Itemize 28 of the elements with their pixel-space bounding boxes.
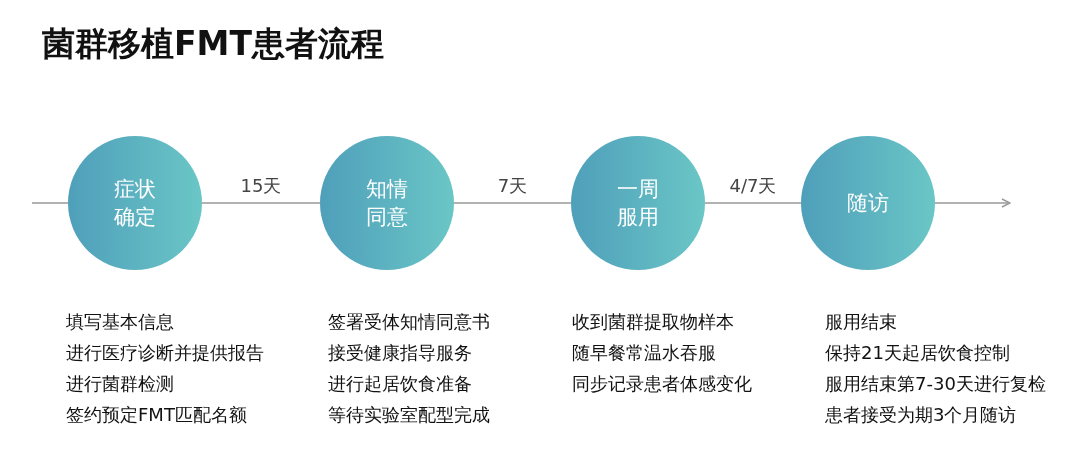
step-title: 知情同意 xyxy=(365,175,409,231)
connector-line xyxy=(31,202,69,204)
edge-label: 7天 xyxy=(497,174,528,198)
edge-label: 4/7天 xyxy=(729,174,777,198)
step-detail: 保持21天起居饮食控制 xyxy=(825,341,1011,364)
step-title: 症状确定 xyxy=(113,175,157,231)
step-detail: 进行菌群检测 xyxy=(66,372,175,395)
step-detail: 进行起居饮食准备 xyxy=(328,372,473,395)
step-detail: 收到菌群提取物样本 xyxy=(572,310,735,333)
arrow xyxy=(934,198,1011,208)
title: 菌群移植FMT患者流程 xyxy=(42,23,384,65)
step-detail: 随早餐常温水吞服 xyxy=(572,341,717,364)
step-detail: 服用结束 xyxy=(825,310,898,333)
step-detail: 填写基本信息 xyxy=(66,310,175,333)
step-detail: 同步记录患者体感变化 xyxy=(572,372,752,395)
connector-line xyxy=(453,202,572,204)
step-detail: 服用结束第7-30天进行复检 xyxy=(825,372,1046,395)
step-detail: 等待实验室配型完成 xyxy=(328,403,490,426)
step-title: 一周服用 xyxy=(616,175,660,231)
step-detail: 患者接受为期3个月随访 xyxy=(825,403,1018,426)
step-title: 随访 xyxy=(846,189,890,217)
step-detail: 进行医疗诊断并提供报告 xyxy=(66,341,264,364)
step-detail: 签约预定FMT匹配名额 xyxy=(66,403,248,426)
connector-line xyxy=(201,202,321,204)
step-detail: 签署受体知情同意书 xyxy=(328,310,490,333)
step-detail: 接受健康指导服务 xyxy=(328,341,473,364)
connector-line xyxy=(704,202,802,204)
edge-label: 15天 xyxy=(240,174,282,198)
